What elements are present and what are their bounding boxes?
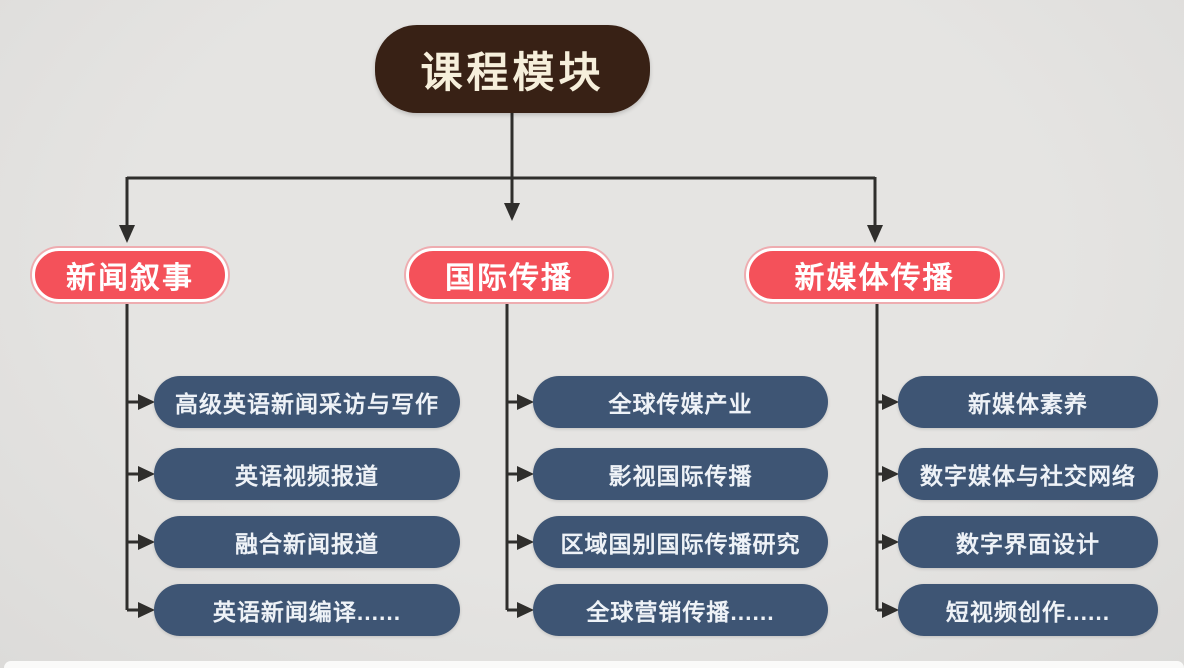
course-node: 英语视频报道 — [154, 448, 460, 500]
bottom-panel-edge — [4, 661, 1184, 668]
course-node: 短视频创作...... — [898, 584, 1158, 636]
module-node-news-narrative: 新闻叙事 — [32, 248, 228, 302]
course-node: 数字界面设计 — [898, 516, 1158, 568]
course-node: 数字媒体与社交网络 — [898, 448, 1158, 500]
course-node: 高级英语新闻采访与写作 — [154, 376, 460, 428]
course-node: 全球营销传播...... — [533, 584, 828, 636]
module-node-new-media-communication: 新媒体传播 — [746, 248, 1003, 302]
course-node: 英语新闻编译...... — [154, 584, 460, 636]
course-node: 融合新闻报道 — [154, 516, 460, 568]
course-node: 影视国际传播 — [533, 448, 828, 500]
root-node: 课程模块 — [375, 25, 650, 113]
course-node: 新媒体素养 — [898, 376, 1158, 428]
course-node: 全球传媒产业 — [533, 376, 828, 428]
course-node: 区域国别国际传播研究 — [533, 516, 828, 568]
module-node-international-communication: 国际传播 — [406, 248, 612, 302]
